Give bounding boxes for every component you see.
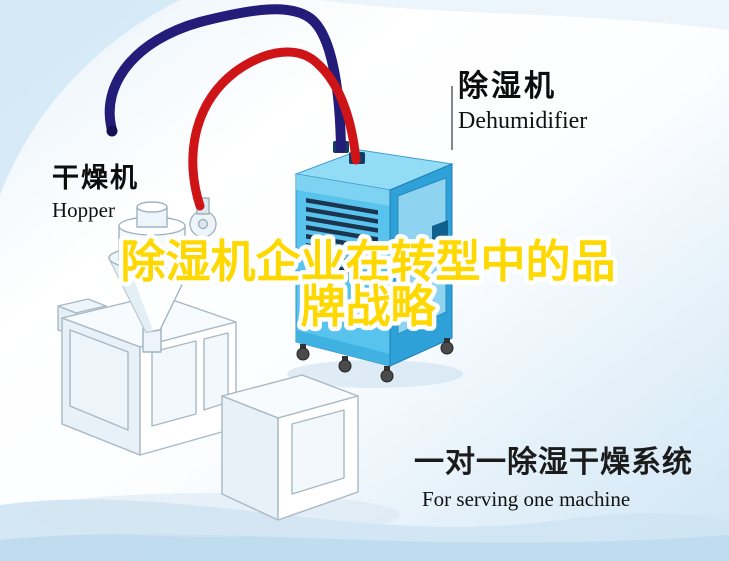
hopper-machine bbox=[108, 197, 217, 353]
system-caption-en: For serving one machine bbox=[422, 487, 631, 511]
hopper-label-en: Hopper bbox=[52, 197, 115, 222]
dehumidifier-label: 除湿机 Dehumidifier bbox=[458, 70, 587, 134]
hopper-label-zh: 干燥机 bbox=[52, 163, 139, 193]
hopper-label: 干燥机 Hopper bbox=[52, 163, 139, 222]
control-panel bbox=[432, 220, 448, 265]
background-wave-bottom2 bbox=[0, 533, 729, 561]
background-swoosh-topleft bbox=[0, 0, 180, 195]
navy-hose-end bbox=[106, 125, 118, 137]
dehumidifier-shadow bbox=[287, 360, 463, 388]
dehumidifier-label-zh: 除湿机 bbox=[458, 70, 557, 103]
vent-grille bbox=[306, 198, 378, 278]
dehumidifier-label-en: Dehumidifier bbox=[458, 108, 588, 134]
system-caption: 一对一除湿干燥系统 For serving one machine bbox=[414, 446, 693, 511]
extruder-shadow bbox=[20, 493, 400, 537]
main-title-line2: 牌战略 bbox=[300, 281, 436, 332]
main-title-line1: 除湿机企业在转型中的品 bbox=[120, 236, 615, 287]
caster-wheels bbox=[296, 338, 454, 383]
background-band-top bbox=[320, 0, 729, 30]
red-hose bbox=[188, 47, 361, 211]
dehumidifier-machine bbox=[294, 141, 454, 383]
main-title: 除湿机企业在转型中的品 牌战略 bbox=[116, 232, 620, 337]
navy-hose bbox=[104, 4, 346, 153]
system-caption-zh: 一对一除湿干燥系统 bbox=[414, 446, 693, 479]
